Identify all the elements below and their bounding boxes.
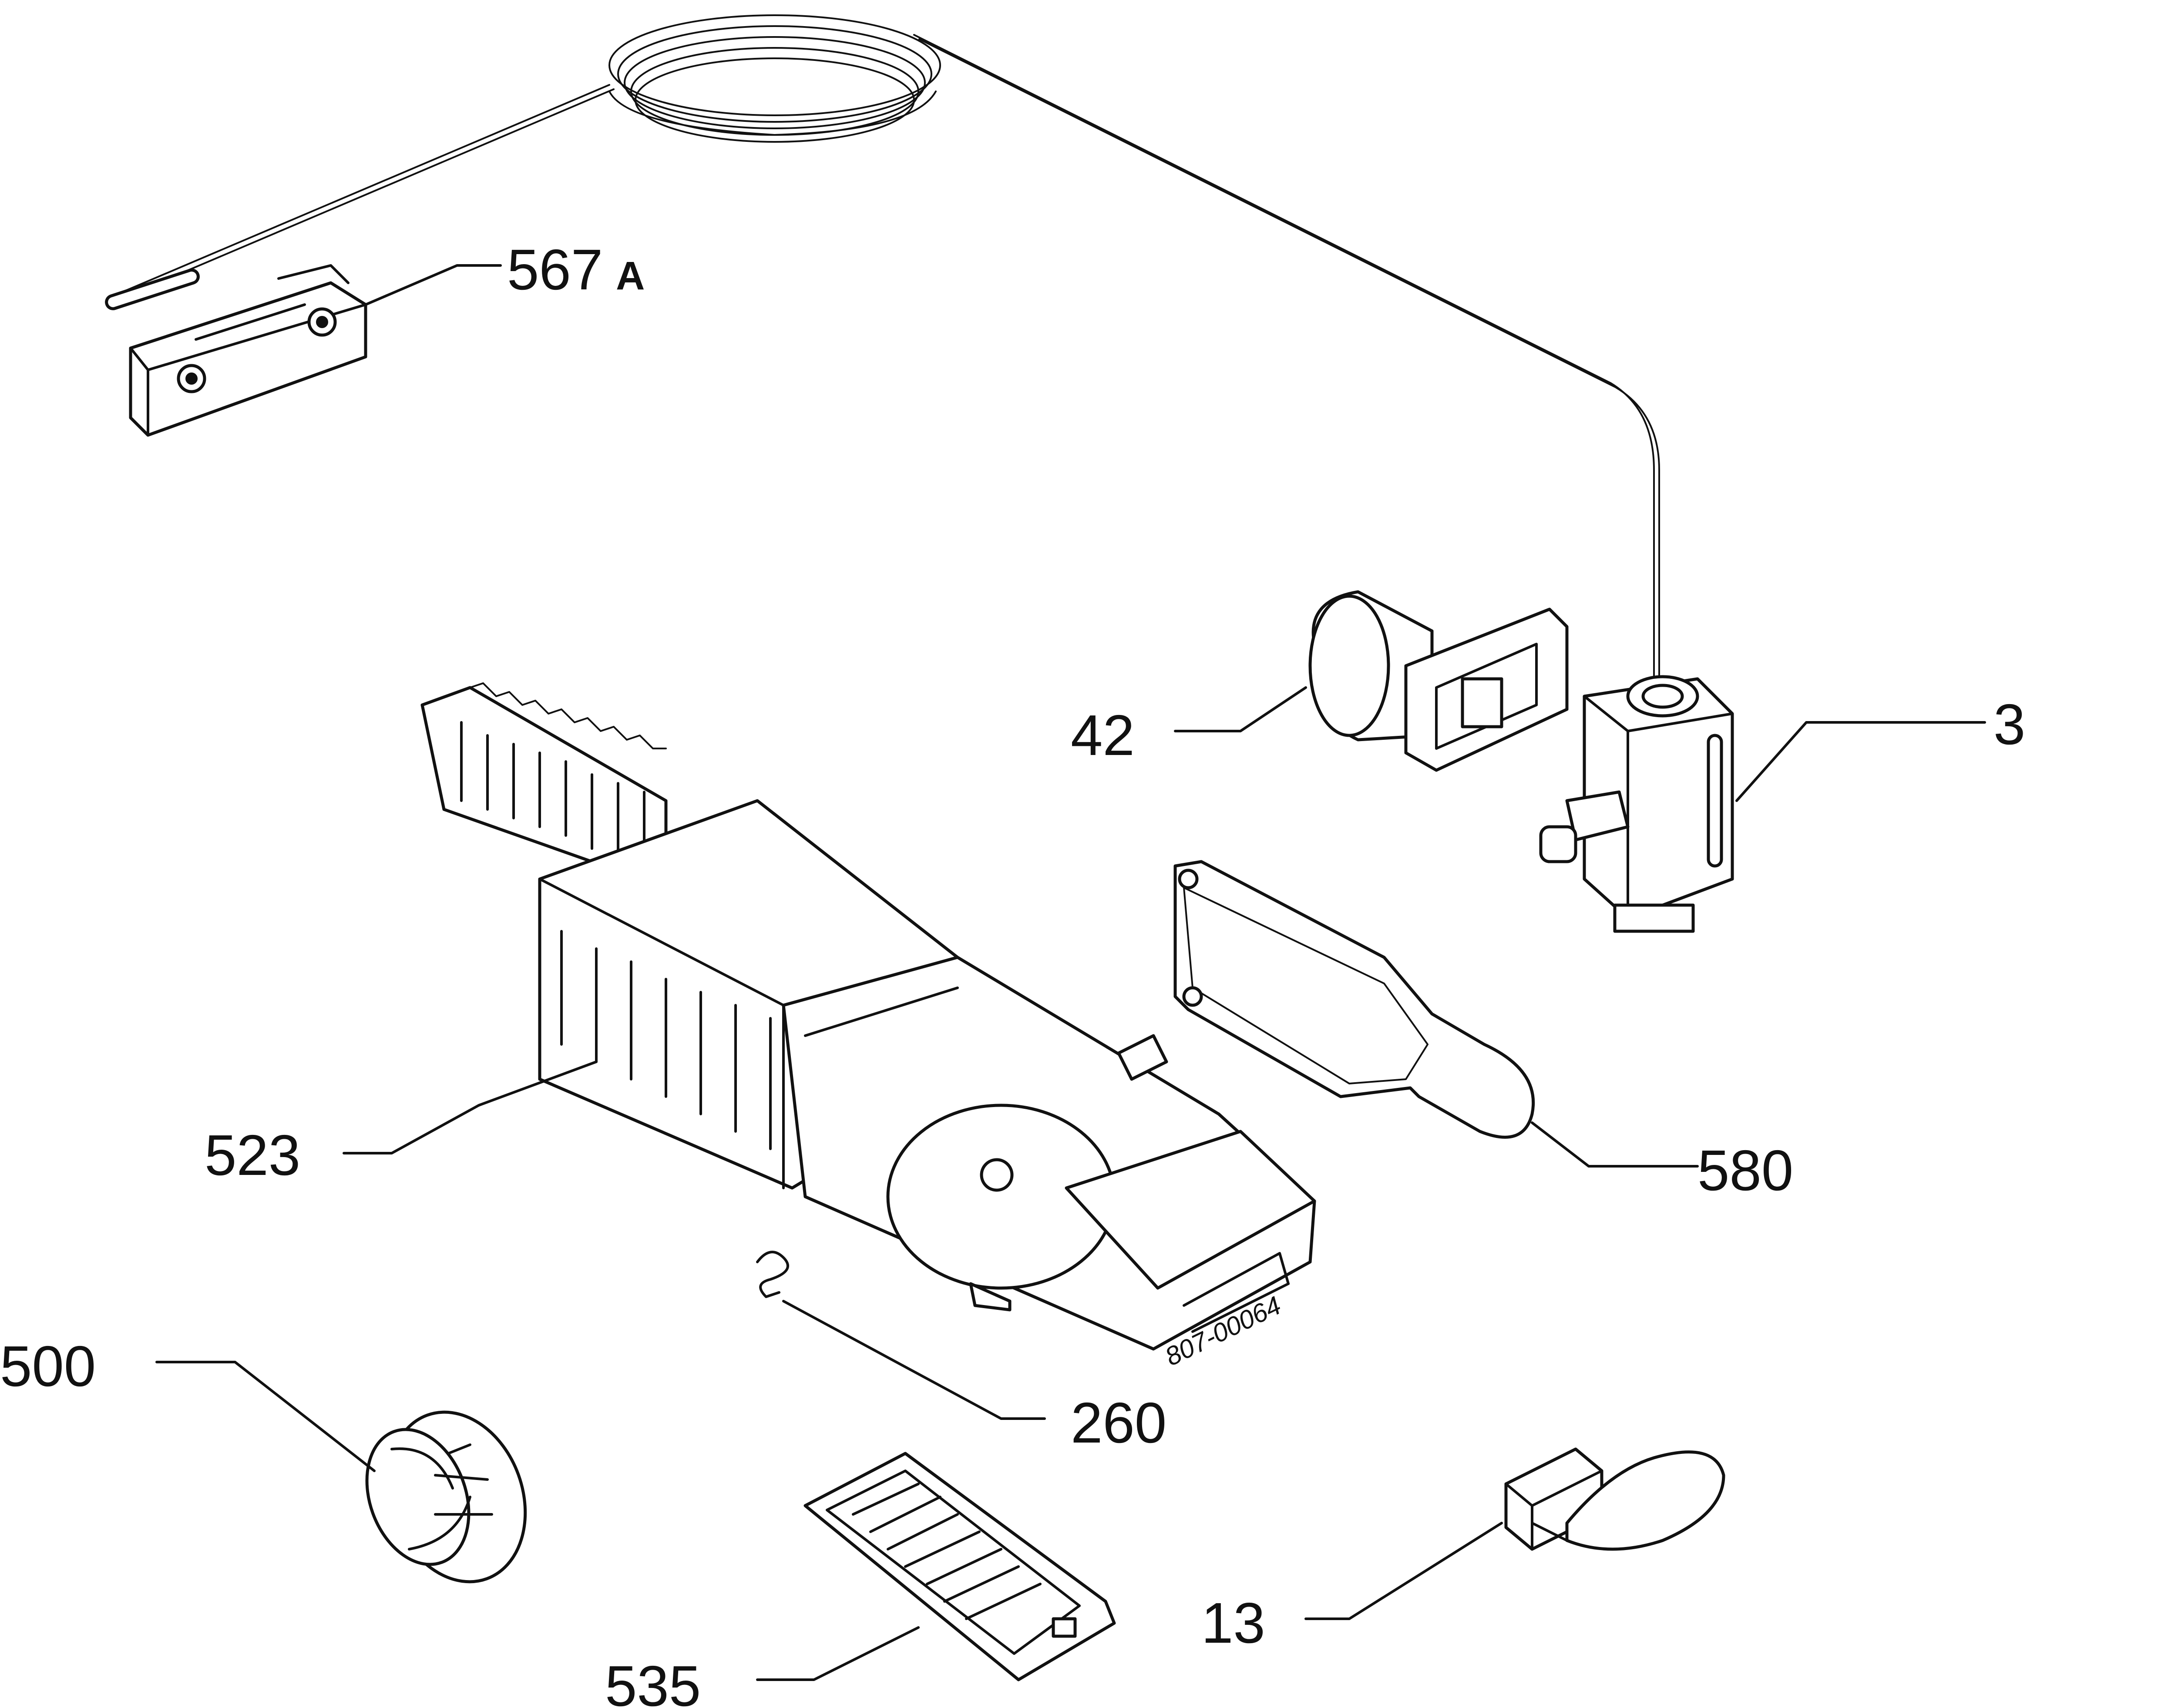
label-42: 42 — [1071, 703, 1135, 767]
label-500: 500 — [0, 1334, 96, 1398]
part-500-knob — [155, 1361, 527, 1584]
part-567a-clip — [129, 264, 502, 437]
part-535-grille — [756, 1452, 1116, 1681]
part-580-cover-plate — [1173, 860, 1699, 1168]
label-260: 260 — [1071, 1391, 1166, 1455]
part-13-switch — [1304, 1447, 1725, 1620]
label-580: 580 — [1697, 1138, 1793, 1202]
label-535: 535 — [605, 1654, 701, 1708]
label-13: 13 — [1201, 1591, 1265, 1655]
label-523: 523 — [205, 1123, 300, 1187]
part-523-housing: 807-00064 — [343, 682, 1316, 1372]
capillary-tube — [105, 14, 1660, 688]
part-42-lamp-holder — [1174, 590, 1569, 772]
part-260-clip — [756, 1251, 1046, 1420]
label-3: 3 — [1993, 692, 2025, 756]
label-567a: 567 A — [507, 238, 645, 302]
part-3-thermostat — [1539, 675, 1986, 933]
label-567: 567 — [507, 238, 603, 302]
label-567-suffix: A — [616, 254, 645, 298]
